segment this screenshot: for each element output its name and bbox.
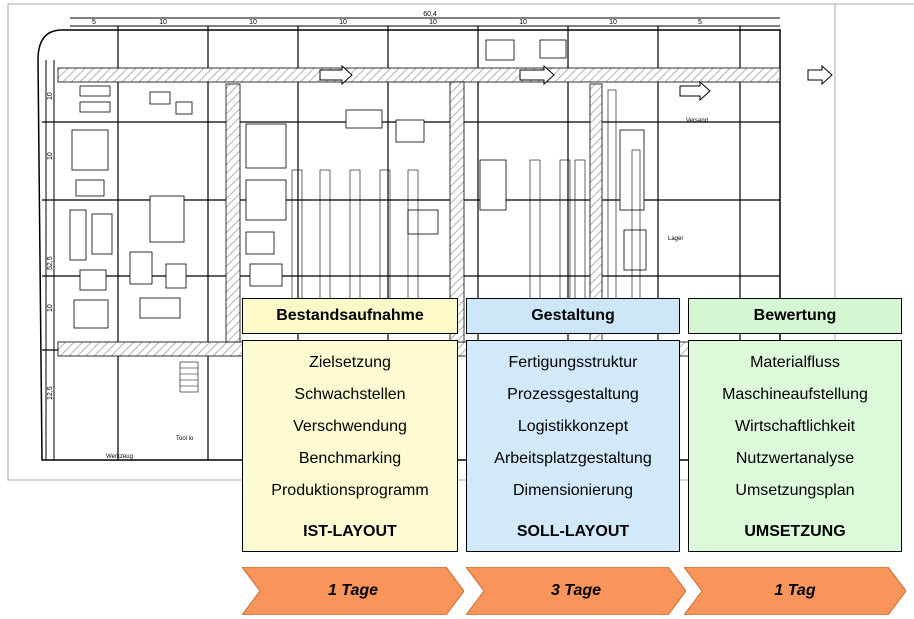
phase-header-bestandsaufnahme: Bestandsaufnahme bbox=[242, 298, 458, 334]
list-item: Benchmarking bbox=[271, 443, 428, 475]
phase-items: Zielsetzung Schwachstellen Verschwendung… bbox=[271, 347, 428, 507]
phase-result: SOLL-LAYOUT bbox=[467, 523, 679, 541]
phase-body-gestaltung: Fertigungsstruktur Prozessgestaltung Log… bbox=[466, 340, 680, 552]
top-dimension-label: 10 bbox=[609, 19, 617, 26]
duration-label: 3 Tage bbox=[466, 567, 686, 615]
total-width-label: 60,4 bbox=[423, 11, 437, 18]
phase-items: Fertigungsstruktur Prozessgestaltung Log… bbox=[494, 347, 651, 507]
duration-chevron-2: 3 Tage bbox=[466, 567, 686, 615]
left-dimension-label: 52,5 bbox=[47, 256, 54, 270]
list-item: Nutzwertanalyse bbox=[722, 443, 868, 475]
room-label-tool: Tool lo bbox=[176, 436, 194, 442]
left-dimension-label: 10 bbox=[47, 92, 54, 100]
phase-result: UMSETZUNG bbox=[689, 523, 901, 541]
duration-chevron-1: 1 Tage bbox=[242, 567, 464, 615]
top-dimension-label: 10 bbox=[249, 19, 257, 26]
list-item: Dimensionierung bbox=[494, 475, 651, 507]
top-dimension-label: 10 bbox=[429, 19, 437, 26]
list-item: Maschineaufstellung bbox=[722, 379, 868, 411]
list-item: Wirtschaftlichkeit bbox=[722, 411, 868, 443]
phase-body-bewertung: Materialfluss Maschineaufstellung Wirtsc… bbox=[688, 340, 902, 552]
phase-header-gestaltung: Gestaltung bbox=[466, 298, 680, 334]
list-item: Umsetzungsplan bbox=[722, 475, 868, 507]
top-dimension-label: 5 bbox=[92, 19, 96, 26]
list-item: Schwachstellen bbox=[271, 379, 428, 411]
phase-title: Gestaltung bbox=[531, 307, 615, 325]
room-label-werkzeug: Werkzeug bbox=[106, 454, 133, 460]
phase-title: Bestandsaufnahme bbox=[276, 307, 424, 325]
top-dimension-label: 10 bbox=[519, 19, 527, 26]
list-item: Materialfluss bbox=[722, 347, 868, 379]
left-dimension-label: 10 bbox=[47, 152, 54, 160]
list-item: Prozessgestaltung bbox=[494, 379, 651, 411]
room-label-lager: Lager bbox=[668, 236, 683, 242]
phase-body-bestandsaufnahme: Zielsetzung Schwachstellen Verschwendung… bbox=[242, 340, 458, 552]
top-dimension-label: 10 bbox=[339, 19, 347, 26]
duration-label: 1 Tag bbox=[684, 567, 906, 615]
top-dimension-label: 10 bbox=[159, 19, 167, 26]
left-dimension-label: 12,5 bbox=[47, 386, 54, 400]
room-label-versand: Versand bbox=[686, 118, 708, 124]
list-item: Logistikkonzept bbox=[494, 411, 651, 443]
phase-items: Materialfluss Maschineaufstellung Wirtsc… bbox=[722, 347, 868, 507]
list-item: Produktionsprogramm bbox=[271, 475, 428, 507]
top-dimension-label: 5 bbox=[698, 19, 702, 26]
list-item: Fertigungsstruktur bbox=[494, 347, 651, 379]
phase-title: Bewertung bbox=[754, 307, 837, 325]
list-item: Arbeitsplatzgestaltung bbox=[494, 443, 651, 475]
phase-result: IST-LAYOUT bbox=[243, 523, 457, 541]
list-item: Verschwendung bbox=[271, 411, 428, 443]
duration-label: 1 Tage bbox=[242, 567, 464, 615]
duration-chevron-3: 1 Tag bbox=[684, 567, 906, 615]
phase-header-bewertung: Bewertung bbox=[688, 298, 902, 334]
list-item: Zielsetzung bbox=[271, 347, 428, 379]
left-dimension-label: 10 bbox=[47, 304, 54, 312]
